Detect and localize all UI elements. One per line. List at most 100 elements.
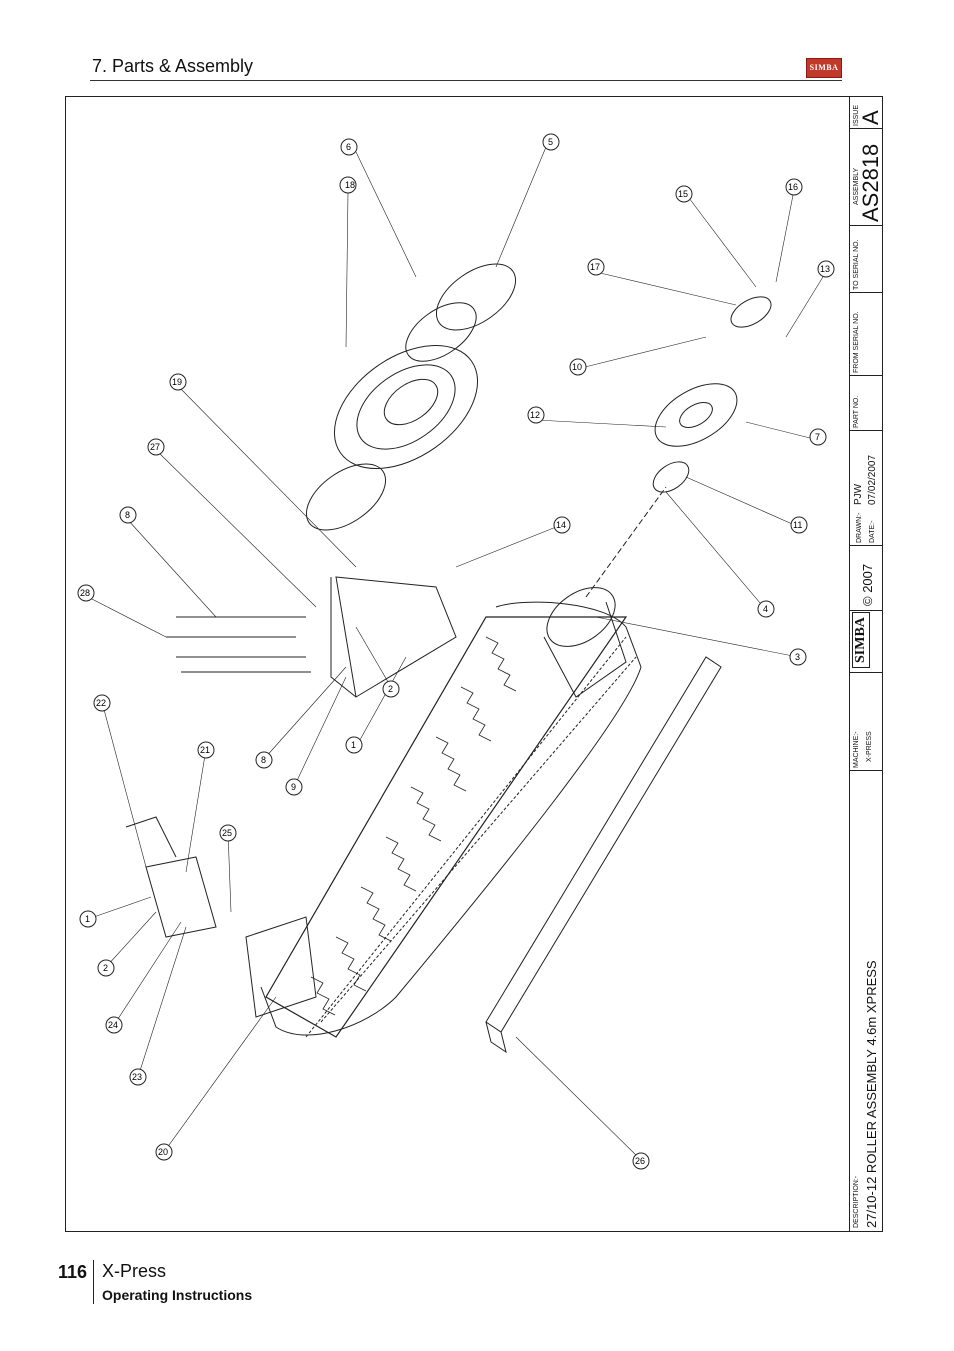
svg-text:18: 18 [345, 180, 355, 190]
callout-26: 26 [632, 1152, 650, 1170]
svg-text:8: 8 [125, 510, 130, 520]
exploded-assembly-drawing: 18 6 5 19 27 8 28 14 12 10 17 15 16 13 7… [77, 133, 835, 1170]
callout-24: 24 [105, 1016, 123, 1034]
callout-11: 11 [790, 516, 808, 534]
svg-text:23: 23 [132, 1072, 142, 1082]
drawing-frame [65, 96, 883, 1232]
svg-text:10: 10 [572, 362, 582, 372]
svg-text:19: 19 [172, 377, 182, 387]
svg-text:12: 12 [530, 410, 540, 420]
svg-text:20: 20 [158, 1147, 168, 1157]
svg-text:11: 11 [793, 520, 802, 530]
svg-text:28: 28 [80, 588, 90, 598]
callout-27: 27 [147, 438, 165, 456]
drum-treads [310, 636, 517, 1016]
callout-8a: 8 [119, 506, 137, 524]
callout-15: 15 [675, 185, 693, 203]
tb-sep [849, 225, 883, 226]
callout-4: 4 [757, 600, 775, 618]
drawn-value: PJW [853, 483, 864, 505]
svg-text:4: 4 [763, 604, 768, 614]
svg-text:1: 1 [351, 740, 356, 750]
copyright: © 2007 [860, 563, 875, 606]
title-block-brand: SIMBA [852, 612, 870, 668]
callout-19: 19 [169, 373, 187, 391]
header-rule [90, 80, 842, 81]
callout-20: 20 [155, 1143, 173, 1161]
part-no-label: PART NO. [853, 395, 860, 428]
svg-text:1: 1 [85, 914, 90, 924]
svg-text:6: 6 [346, 142, 351, 152]
tb-sep [849, 128, 883, 129]
callout-12: 12 [527, 406, 545, 424]
from-serial-label: FROM SERIAL NO. [853, 311, 860, 373]
tb-sep [849, 292, 883, 293]
svg-text:5: 5 [548, 137, 553, 147]
svg-text:15: 15 [678, 189, 688, 199]
svg-text:3: 3 [795, 652, 800, 662]
svg-text:9: 9 [291, 782, 296, 792]
svg-text:7: 7 [815, 432, 820, 442]
date-label: DATE:- [869, 520, 876, 543]
callout-21: 21 [197, 741, 215, 759]
svg-text:14: 14 [556, 520, 566, 530]
to-serial-label: TO SERIAL NO. [853, 239, 860, 290]
callout-5: 5 [542, 133, 560, 151]
callout-1a: 1 [345, 736, 363, 754]
machine-label: MACHINE:- [853, 731, 860, 768]
svg-text:16: 16 [788, 182, 798, 192]
callout-17: 17 [587, 258, 605, 276]
svg-text:2: 2 [103, 963, 108, 973]
title-block-divider [849, 96, 850, 1232]
svg-text:13: 13 [820, 264, 830, 274]
tb-sep [849, 375, 883, 376]
callout-22: 22 [93, 694, 111, 712]
drawn-label: DRAWN:- [856, 512, 863, 543]
date-value: 07/02/2007 [867, 454, 878, 505]
tb-sep [849, 672, 883, 673]
callout-23: 23 [129, 1068, 147, 1086]
svg-text:21: 21 [200, 745, 210, 755]
tb-sep [849, 610, 883, 611]
svg-text:2: 2 [388, 684, 393, 694]
simba-logo: SIMBA [806, 58, 842, 78]
callout-13: 13 [817, 260, 835, 278]
callout-28: 28 [77, 584, 95, 602]
callout-2b: 2 [97, 959, 115, 977]
callout-6: 6 [340, 138, 358, 156]
separate-tyre [333, 344, 479, 470]
svg-text:24: 24 [108, 1020, 118, 1030]
svg-text:22: 22 [96, 698, 106, 708]
callout-10: 10 [569, 358, 587, 376]
callout-7: 7 [809, 428, 827, 446]
description-value: 27/10-12 ROLLER ASSEMBLY 4.6m XPRESS [864, 960, 879, 1228]
description-label: DESCRIPTION:- [853, 1175, 860, 1228]
callout-16: 16 [785, 178, 803, 196]
roller-drum [260, 601, 642, 1038]
assembly-value: AS2818 [858, 143, 883, 222]
tb-sep [849, 770, 883, 771]
footer-subtitle: Operating Instructions [102, 1287, 253, 1303]
logo-text: SIMBA [809, 63, 839, 72]
page-number: 116 [58, 1262, 88, 1282]
callout-2a: 2 [382, 680, 400, 698]
svg-text:26: 26 [635, 1156, 645, 1166]
machine-value: X-PRESS [866, 731, 873, 762]
callout-8b: 8 [255, 751, 273, 769]
callout-3: 3 [789, 648, 807, 666]
callout-25: 25 [219, 824, 237, 842]
section-title: 7. Parts & Assembly [92, 56, 254, 76]
footer-divider [93, 1260, 94, 1304]
tb-sep [849, 430, 883, 431]
callout-9: 9 [285, 778, 303, 796]
svg-text:27: 27 [150, 442, 160, 452]
svg-text:17: 17 [590, 262, 600, 272]
footer-product: X-Press [102, 1261, 167, 1281]
callout-1b: 1 [79, 910, 97, 928]
callout-14: 14 [553, 516, 571, 534]
issue-value: A [858, 110, 883, 125]
svg-text:8: 8 [261, 755, 266, 765]
tb-sep [849, 545, 883, 546]
svg-text:25: 25 [222, 828, 232, 838]
callout-18: 18 [339, 176, 357, 194]
